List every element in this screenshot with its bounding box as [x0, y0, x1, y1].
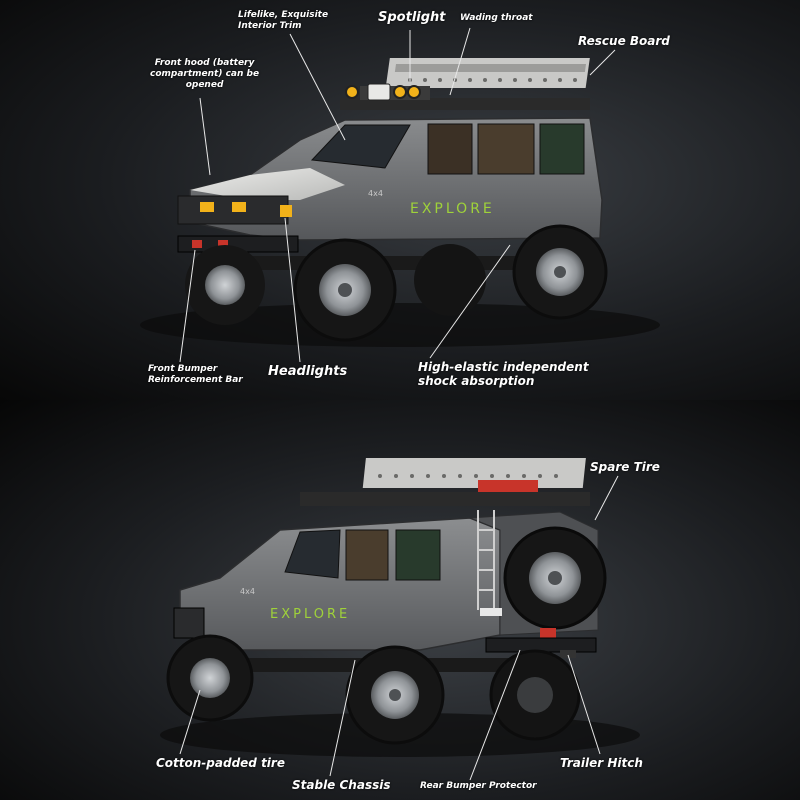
trailer-hitch — [560, 650, 576, 658]
license-plate — [480, 608, 502, 616]
label-cotton-tire: Cotton-padded tire — [156, 756, 285, 770]
windshield-bottom — [284, 529, 341, 579]
front-left-tire — [185, 245, 265, 325]
side-window-b1 — [345, 529, 389, 581]
roof-rack-bottom — [300, 458, 590, 506]
rear-window — [539, 123, 585, 175]
label-rescue-board: Rescue Board — [578, 34, 670, 48]
roof-rack — [340, 58, 590, 110]
label-rear-bumper: Rear Bumper Protector — [420, 781, 537, 791]
explore-decal-bottom: EXPLORE — [270, 607, 350, 622]
top-product-panel: EXPLORE 4x4 Lifelike, Exqui — [0, 0, 800, 400]
white-hood — [190, 168, 345, 200]
rear-left-tire — [414, 244, 486, 316]
rear-ladder — [477, 510, 495, 610]
front-bumper-bottom — [173, 607, 205, 639]
side-window-1 — [427, 123, 473, 175]
rear-tire-bottom — [489, 649, 581, 741]
label-spotlight: Spotlight — [378, 10, 446, 25]
front-right-tire — [293, 238, 397, 342]
rear-right-tire — [512, 224, 608, 320]
headlight-left — [200, 202, 214, 212]
tail-light — [540, 628, 556, 640]
label-front-hood: Front hood (battery compartment) can be … — [150, 58, 260, 90]
headlight-corner — [280, 205, 292, 217]
label-spare-tire: Spare Tire — [590, 460, 660, 474]
label-interior-trim: Lifelike, Exquisite Interior Trim — [238, 10, 329, 31]
spotlight-1 — [345, 85, 359, 99]
label-front-bumper: Front Bumper Reinforcement Bar — [148, 364, 243, 385]
bottom-product-panel: EXPLORE 4x4 — [0, 400, 800, 800]
front-tire-bottom — [166, 634, 254, 722]
badge-4x4-bottom: 4x4 — [240, 587, 255, 596]
ground-shadow — [140, 303, 660, 347]
headlight-right — [232, 202, 246, 212]
badge-4x4: 4x4 — [368, 189, 383, 198]
rear-view-truck-illustration: EXPLORE 4x4 — [160, 458, 640, 757]
spotlight-2 — [393, 85, 407, 99]
spare-tire — [503, 526, 607, 630]
spotlight-3 — [407, 85, 421, 99]
label-headlights: Headlights — [268, 364, 348, 379]
label-shock-absorption: High-elastic independent shock absorptio… — [418, 360, 589, 389]
label-stable-chassis: Stable Chassis — [292, 778, 391, 792]
middle-tire-bottom — [345, 645, 445, 745]
side-window-2 — [477, 123, 535, 175]
spotlight-bar — [345, 83, 421, 101]
label-wading-throat: Wading throat — [460, 13, 533, 23]
front-view-truck-illustration: EXPLORE 4x4 — [140, 58, 660, 347]
side-window-b2 — [395, 529, 441, 581]
explore-decal: EXPLORE — [410, 201, 495, 217]
label-trailer-hitch: Trailer Hitch — [560, 756, 643, 770]
